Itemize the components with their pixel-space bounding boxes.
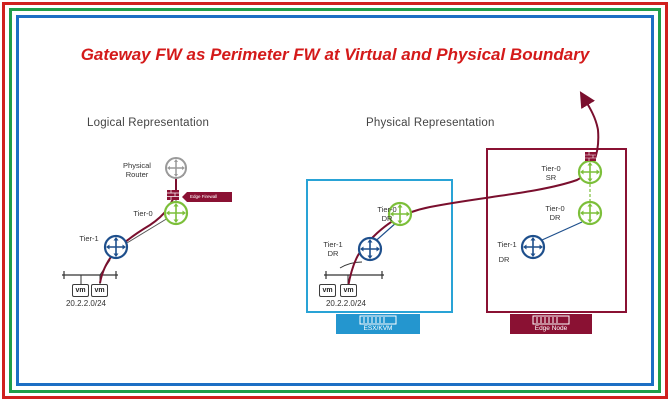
- physical-subnet-label: 20.2.2.0/24: [325, 299, 367, 308]
- vm-icon: vm: [340, 284, 357, 297]
- esx-tier0-dr-label: Tier-0 DR: [377, 205, 397, 223]
- router-icon: [577, 159, 603, 185]
- tier0-label: Tier-0: [133, 209, 153, 218]
- esx-tier1-dr-label: Tier-1 DR: [323, 240, 343, 258]
- edge-tier0-dr-label: Tier-0 DR: [545, 204, 565, 222]
- edge-node-tag: Edge Node: [510, 314, 592, 334]
- esx-kvm-tag: ESX/KVM: [336, 314, 420, 334]
- edge-tier1-label: Tier-1: [497, 240, 517, 249]
- edge-tier0-sr-label: Tier-0 SR: [541, 164, 561, 182]
- firewall-icon: [167, 190, 179, 200]
- middle-green-border: [9, 8, 661, 393]
- vm-icon: vm: [91, 284, 108, 297]
- physical-router-label: Physical Router: [123, 161, 151, 179]
- inner-blue-border: [16, 15, 654, 386]
- server-icon: [336, 315, 420, 325]
- router-icon: [520, 234, 546, 260]
- physical-section-heading: Physical Representation: [366, 117, 495, 129]
- tier1-label: Tier-1: [79, 234, 99, 243]
- router-icon: [577, 200, 603, 226]
- physical-traffic-path: [347, 91, 600, 288]
- edge-node-box: [486, 148, 627, 313]
- esx-host-box: [306, 179, 453, 313]
- esx-kvm-label: ESX/KVM: [363, 325, 393, 332]
- link-tier0-tier1: [121, 217, 169, 247]
- logical-subnet-label: 20.2.2.0/24: [65, 299, 107, 308]
- router-icon: [103, 234, 129, 260]
- edge-node-label: Edge Node: [534, 325, 568, 332]
- router-icon: [163, 200, 189, 226]
- router-icon: [165, 157, 187, 179]
- firewall-icon: [585, 152, 596, 161]
- diagram-title: Gateway FW as Perimeter FW at Virtual an…: [80, 45, 590, 64]
- router-icon: [357, 236, 383, 262]
- vm-icon: vm: [319, 284, 336, 297]
- server-icon: [510, 315, 592, 325]
- edge-firewall-callout: Edge Firewall: [182, 192, 232, 202]
- edge-tier1-dr-label: DR: [498, 255, 510, 264]
- logical-section-heading: Logical Representation: [87, 117, 210, 129]
- vm-icon: vm: [72, 284, 89, 297]
- logical-traffic-path: [99, 160, 184, 284]
- router-icon: [387, 201, 413, 227]
